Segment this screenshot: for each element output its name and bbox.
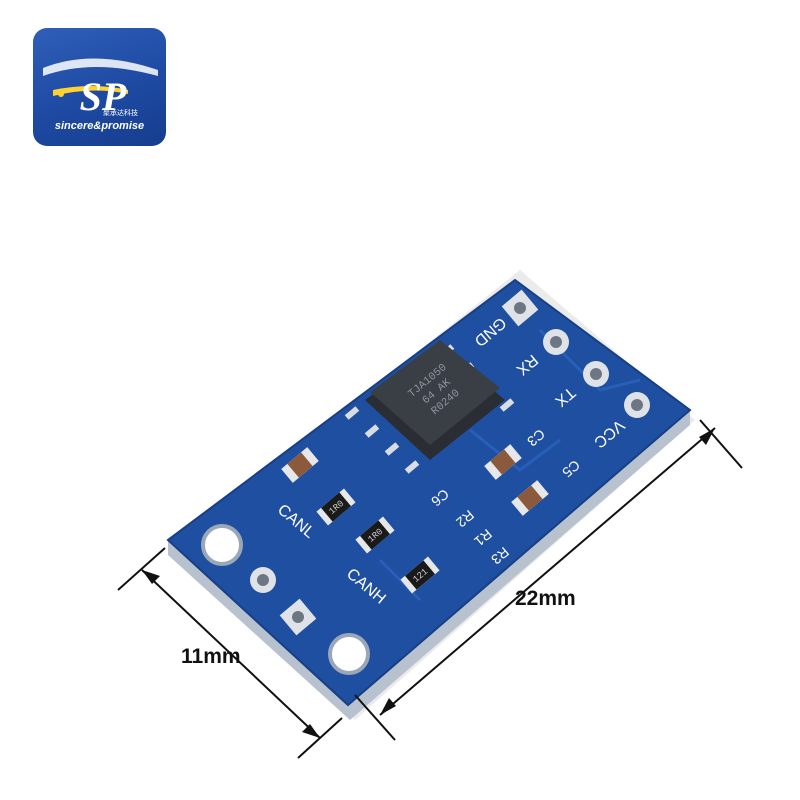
header-pins-right [501,289,650,418]
resistors: 1R0 1R0 121 [316,488,440,594]
dimension-label-length: 22mm [515,587,576,610]
mount-hole [201,524,243,566]
logo-brand-text: sincere&promise [54,120,145,132]
dimension-line-width [117,547,343,759]
dimension-label-width: 11mm [181,645,241,668]
mount-hole [328,633,370,675]
logo-swoosh-icon: SP [43,58,158,119]
logo-badge: SP 聚承达科技 sincere&promise [33,28,166,146]
pcb-board [166,278,692,707]
capacitors [281,444,549,516]
logo-letters: SP [80,74,127,119]
can-transceiver-chip: TJA1050 64 AK R0240 [344,340,515,474]
logo-chinese-text: 聚承达科技 [103,110,138,117]
header-pins-left [250,567,317,636]
dimension-line-length [354,419,743,741]
